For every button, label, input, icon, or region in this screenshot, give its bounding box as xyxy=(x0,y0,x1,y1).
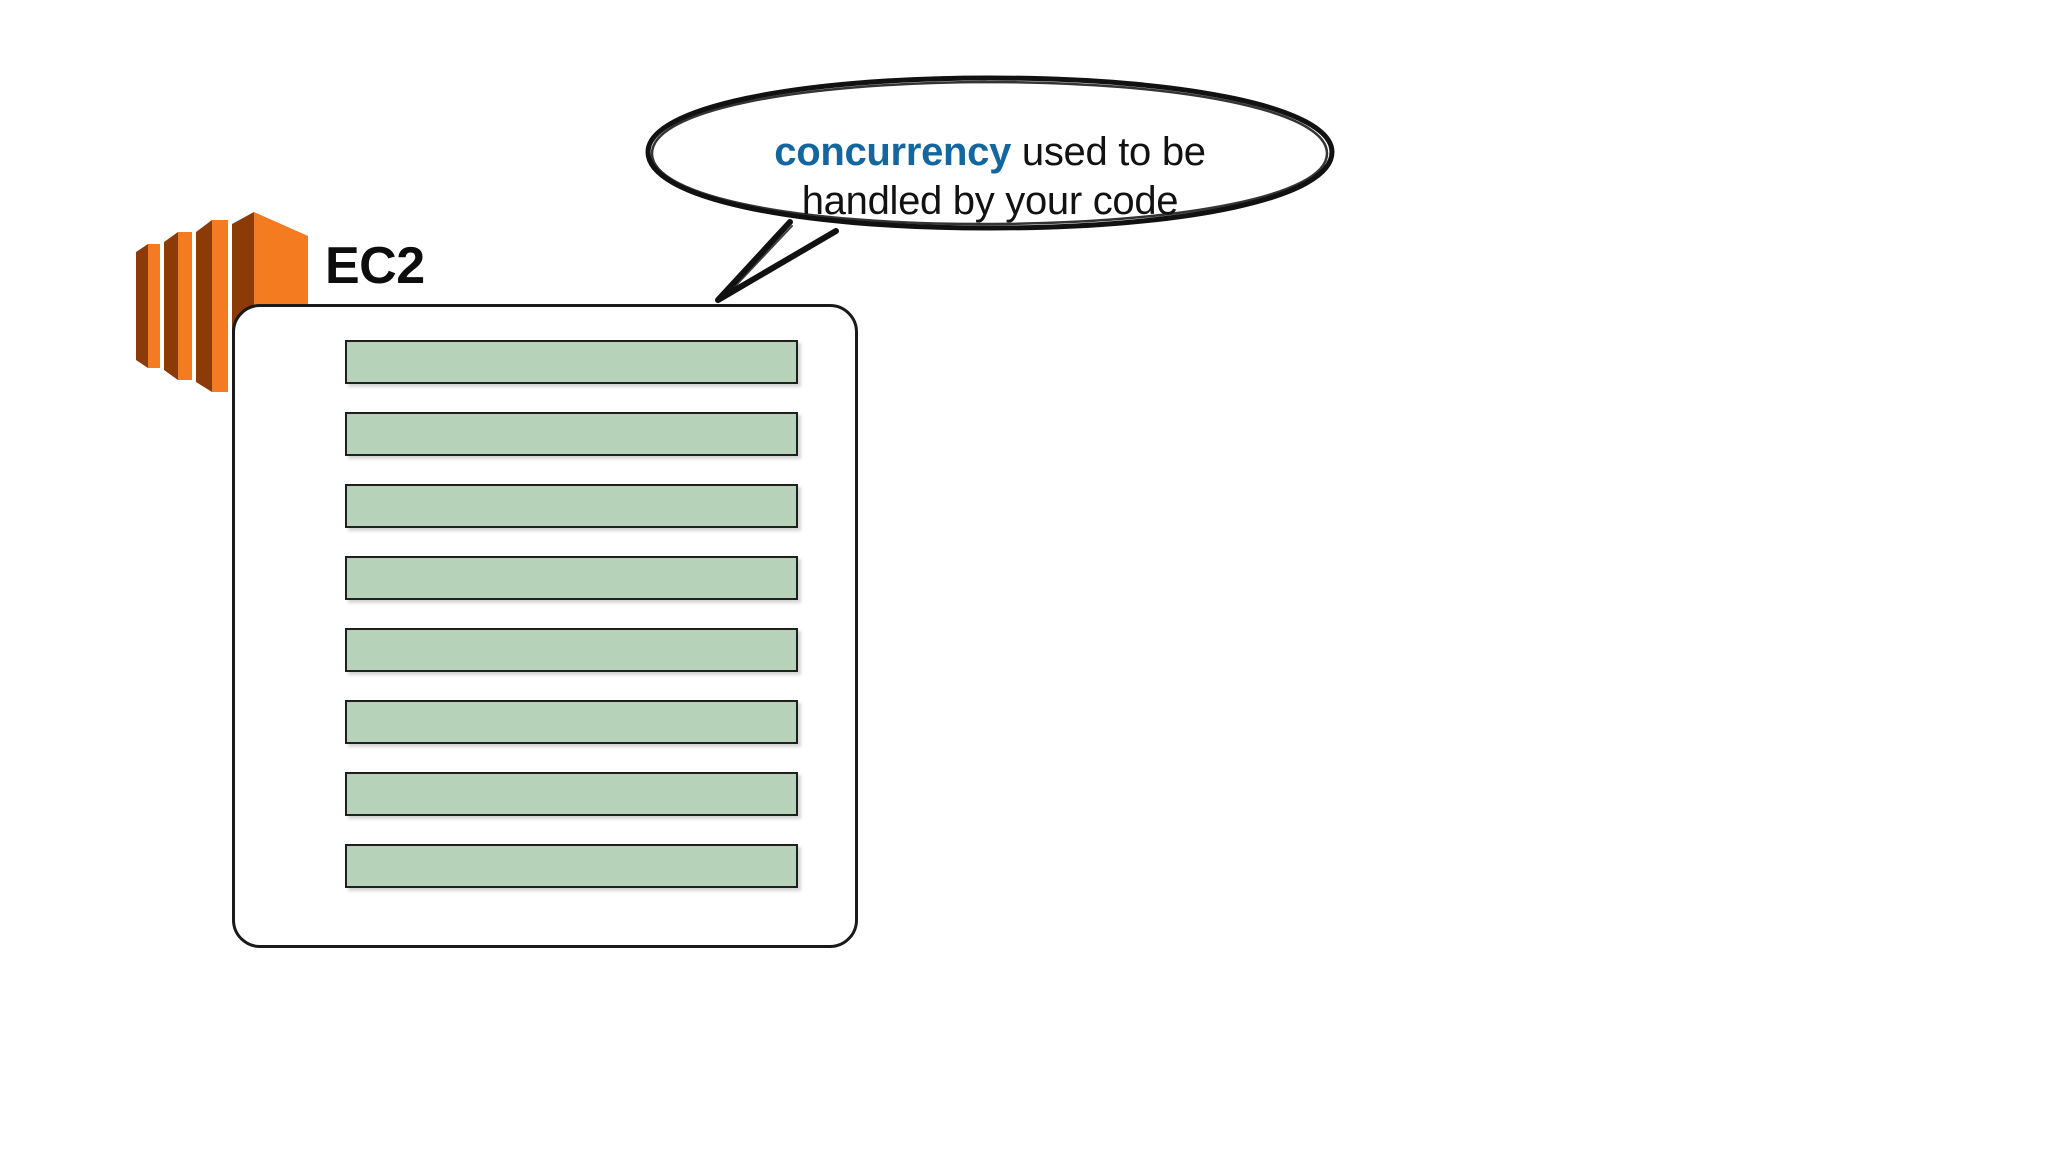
callout-highlight-word: concurrency xyxy=(774,130,1012,174)
callout-text: concurrency used to be handled by your c… xyxy=(700,128,1280,226)
request-bar-list xyxy=(345,340,798,888)
ec2-host-container xyxy=(232,304,858,948)
request-bar xyxy=(345,700,798,744)
speech-bubble-outline xyxy=(645,75,1335,303)
ec2-label: EC2 xyxy=(325,237,425,295)
request-bar xyxy=(345,772,798,816)
request-bar xyxy=(345,340,798,384)
callout-line1-rest: used to be xyxy=(1011,130,1206,174)
callout-line2: handled by your code xyxy=(801,178,1179,223)
request-bar xyxy=(345,484,798,528)
concurrency-callout: concurrency used to be handled by your c… xyxy=(640,72,1340,322)
request-bar xyxy=(345,412,798,456)
request-bar xyxy=(345,556,798,600)
request-bar xyxy=(345,628,798,672)
request-bar xyxy=(345,844,798,888)
